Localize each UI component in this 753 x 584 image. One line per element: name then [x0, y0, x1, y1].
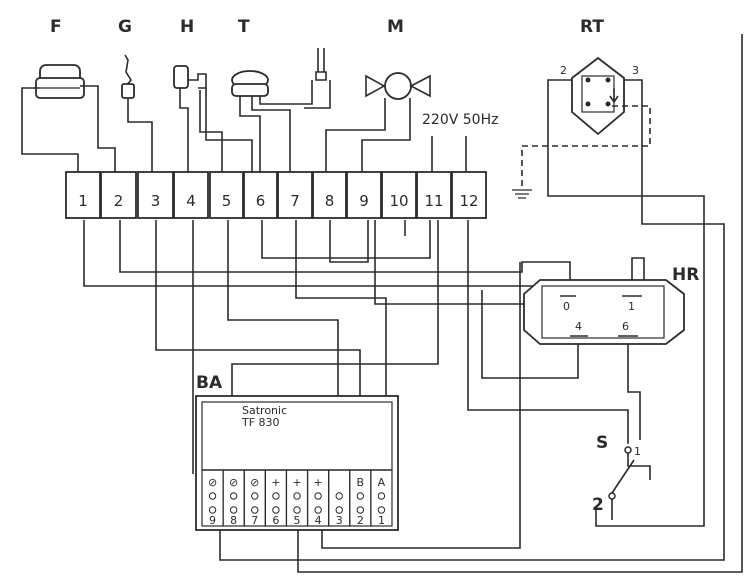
- ba-top-symbol: ⊘: [250, 476, 259, 489]
- ba-screw-icon: [314, 492, 322, 500]
- ba-top-symbol: A: [378, 476, 386, 489]
- component-M-motor: [365, 72, 431, 100]
- terminal-2: [100, 171, 137, 219]
- switch-pin-1: 1: [634, 445, 641, 458]
- terminal-label: 9: [359, 192, 369, 210]
- hr-pin-4: 4: [575, 320, 582, 333]
- terminal-label: 1: [78, 192, 88, 210]
- label-T: T: [238, 17, 250, 37]
- ba-terminal-cell: [370, 469, 393, 527]
- ba-screw-icon: [377, 506, 386, 514]
- terminal-label: 2: [114, 192, 124, 210]
- component-RT-thermostat: [571, 56, 625, 136]
- ba-terminal-number: 6: [272, 514, 279, 527]
- ba-terminal-number: 2: [357, 514, 364, 527]
- terminal-4: [173, 171, 209, 219]
- component-G-electrode: [121, 54, 135, 99]
- ba-top-symbol: +: [292, 476, 301, 489]
- ba-screw-icon: [251, 506, 259, 514]
- label-H: H: [180, 17, 194, 37]
- label-M: M: [387, 17, 404, 37]
- component-BA-control: [195, 395, 399, 531]
- rt-pin-3: 3: [632, 64, 639, 77]
- supply-label: 220V 50Hz: [422, 112, 498, 128]
- ba-screw-icon: [335, 492, 343, 500]
- switch-pin-2: 2: [592, 495, 604, 515]
- ba-screw-icon: [314, 506, 322, 514]
- hr-pin-0: 0: [563, 300, 570, 313]
- ba-top-symbol: ⊘: [208, 476, 217, 489]
- terminal-10: [381, 171, 417, 219]
- ba-terminals: ⊘ 9 ⊘ 8 ⊘ 7 +6 +5 +4 3 B 2 A 1: [201, 469, 393, 527]
- terminal-label: 3: [151, 192, 161, 210]
- ba-screw-icon: [335, 506, 343, 514]
- ba-screw-icon: [229, 506, 238, 514]
- label-BA: BA: [196, 373, 223, 393]
- ba-screw-icon: [293, 506, 301, 514]
- component-T-valve: [231, 48, 327, 97]
- terminal-8: [312, 171, 347, 219]
- ba-screw-icon: [272, 492, 280, 500]
- ba-terminal-number: 3: [336, 514, 343, 527]
- terminal-label: 11: [424, 192, 443, 210]
- ba-screw-icon: [208, 492, 217, 500]
- label-G: G: [118, 17, 132, 37]
- terminal-3: [137, 171, 174, 219]
- ba-top-symbol: +: [314, 476, 323, 489]
- hr-pin-1: 1: [628, 300, 635, 313]
- terminal-label: 7: [290, 192, 300, 210]
- component-F-transformer: [35, 64, 85, 99]
- label-HR: HR: [672, 265, 699, 285]
- terminal-1: [65, 171, 101, 219]
- component-HR-relay: [523, 279, 685, 345]
- ba-top-symbol: ⊘: [229, 476, 238, 489]
- ba-terminal-number: 8: [230, 514, 237, 527]
- label-RT: RT: [580, 17, 604, 37]
- terminal-6: [243, 171, 278, 219]
- label-F: F: [50, 17, 62, 37]
- terminal-label: 4: [186, 192, 196, 210]
- label-S: S: [596, 433, 608, 453]
- ba-terminal-number: 4: [315, 514, 322, 527]
- wires-top: [21, 79, 725, 561]
- ba-terminal-number: 9: [209, 514, 216, 527]
- ba-terminal-number: 7: [251, 514, 258, 527]
- ba-brand: Satronic: [242, 404, 287, 417]
- terminal-label: 10: [389, 192, 408, 210]
- terminal-5: [209, 171, 244, 219]
- ba-terminal-number: 1: [378, 514, 385, 527]
- ba-model: TF 830: [241, 416, 280, 429]
- terminal-label: 12: [459, 192, 478, 210]
- terminal-label: 8: [325, 192, 335, 210]
- terminal-7: [277, 171, 313, 219]
- hr-pin-6: 6: [622, 320, 629, 333]
- ba-screw-icon: [356, 506, 365, 514]
- terminal-12: [451, 171, 487, 219]
- ba-terminal-number: 5: [294, 514, 301, 527]
- component-S-switch: [608, 446, 651, 520]
- terminal-11: [416, 171, 452, 219]
- ba-screw-icon: [251, 492, 259, 500]
- ba-screw-icon: [208, 506, 217, 514]
- ba-top-symbol: B: [357, 476, 365, 489]
- component-H-heater: [173, 65, 207, 89]
- ba-screw-icon: [272, 506, 280, 514]
- terminal-9: [346, 171, 382, 219]
- ba-screw-icon: [377, 492, 386, 500]
- ba-screw-icon: [356, 492, 365, 500]
- ba-screw-icon: [229, 492, 238, 500]
- terminal-label: 6: [256, 192, 266, 210]
- ba-top-symbol: +: [271, 476, 280, 489]
- ba-screw-icon: [293, 492, 301, 500]
- rt-pin-2: 2: [560, 64, 567, 77]
- terminal-label: 5: [222, 192, 232, 210]
